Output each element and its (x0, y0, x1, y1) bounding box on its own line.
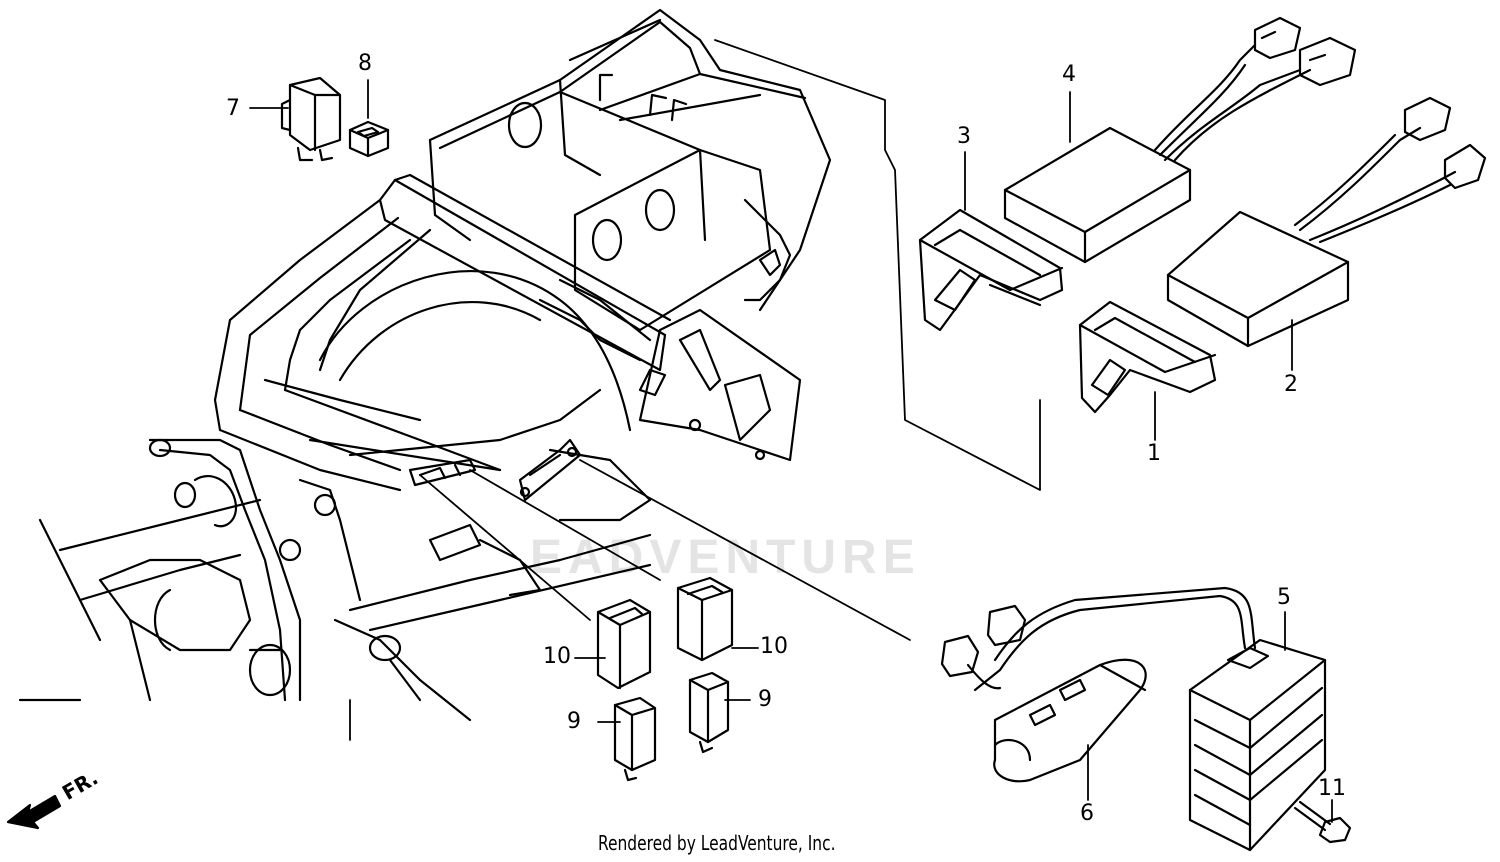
part-2-cdi-unit (1166, 96, 1487, 348)
callout-5: 5 (1277, 585, 1291, 610)
part-8-cap (348, 120, 390, 158)
part-4-cdi-unit (1003, 16, 1357, 264)
part-7-relay (280, 76, 342, 162)
callout-9-right: 9 (758, 687, 772, 712)
part-9-relays (613, 671, 730, 782)
part-6-cover (993, 658, 1147, 783)
part-1-mount (1078, 300, 1217, 414)
callout-10-left: 10 (543, 644, 571, 669)
callout-7: 7 (226, 96, 240, 121)
part-5-regulator-rectifier (940, 586, 1327, 852)
part-11-bolt (1293, 800, 1352, 844)
callout-4: 4 (1062, 62, 1076, 87)
watermark-text: EADVENTURE (530, 531, 921, 584)
part-10-relays (596, 576, 734, 690)
callout-10-right: 10 (760, 634, 788, 659)
frame-assembly (18, 8, 832, 722)
callout-2: 2 (1284, 372, 1298, 397)
part-3-mount (918, 208, 1064, 332)
callout-6: 6 (1080, 801, 1094, 826)
callout-3: 3 (957, 124, 971, 149)
callout-1: 1 (1147, 441, 1161, 466)
callout-11: 11 (1318, 776, 1346, 801)
leader-lines (249, 39, 1333, 823)
callout-9-left: 9 (567, 709, 581, 734)
footer-credit: Rendered by LeadVenture, Inc. (598, 831, 836, 855)
callout-8: 8 (358, 51, 372, 76)
front-direction-arrow (6, 794, 62, 830)
